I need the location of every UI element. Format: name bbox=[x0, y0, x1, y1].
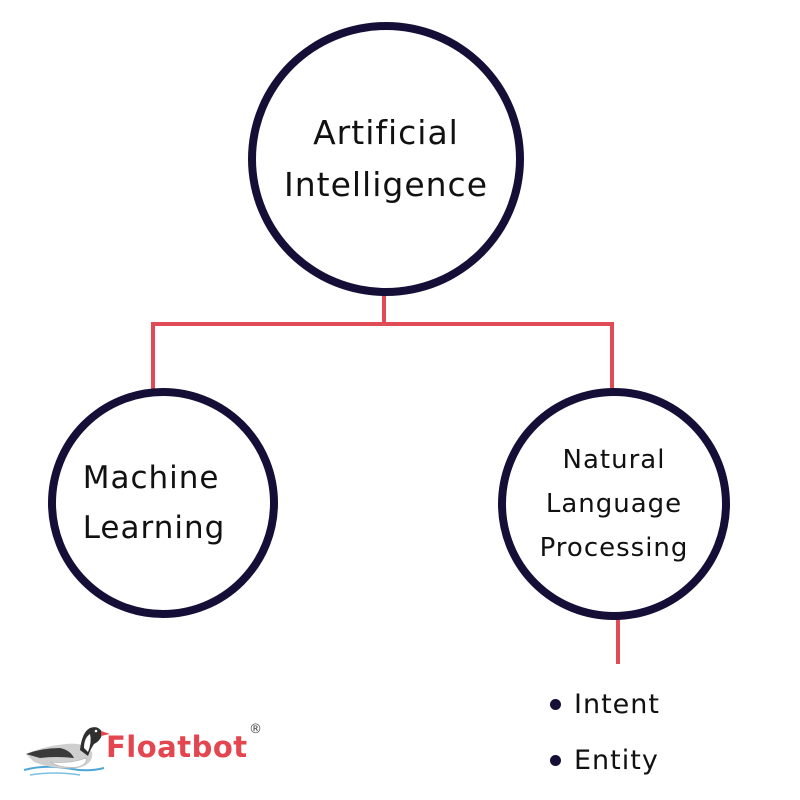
node-machine-learning-label: Machine Learning bbox=[83, 453, 226, 553]
node-machine-learning: Machine Learning bbox=[48, 388, 278, 618]
nlp-bullet-list: Intent Entity bbox=[550, 676, 660, 788]
node-artificial-intelligence-label: Artificial Intelligence bbox=[284, 107, 488, 211]
registered-mark: ® bbox=[249, 722, 262, 737]
logo-wordmark: Floatbot bbox=[106, 730, 248, 764]
bullet-dot-icon bbox=[550, 754, 561, 766]
list-item: Intent bbox=[550, 676, 660, 732]
node-label-line: Learning bbox=[82, 510, 226, 546]
node-label-line: Intelligence bbox=[283, 165, 488, 204]
node-artificial-intelligence: Artificial Intelligence bbox=[248, 22, 524, 296]
node-label-line: Natural bbox=[562, 445, 666, 475]
floatbot-logo: Floatbot ® bbox=[20, 720, 270, 780]
node-label-line: Language bbox=[545, 489, 683, 519]
node-natural-language-processing-label: Natural Language Processing bbox=[540, 438, 689, 570]
node-label-line: Artificial bbox=[313, 113, 459, 152]
bullet-dot-icon bbox=[550, 698, 561, 710]
node-label-line: Machine bbox=[82, 460, 220, 496]
bullet-text: Entity bbox=[574, 744, 659, 776]
node-natural-language-processing: Natural Language Processing bbox=[498, 388, 730, 620]
bullet-text: Intent bbox=[574, 688, 660, 720]
list-item: Entity bbox=[550, 732, 660, 788]
seagull-icon bbox=[23, 727, 110, 776]
node-label-line: Processing bbox=[539, 533, 689, 563]
